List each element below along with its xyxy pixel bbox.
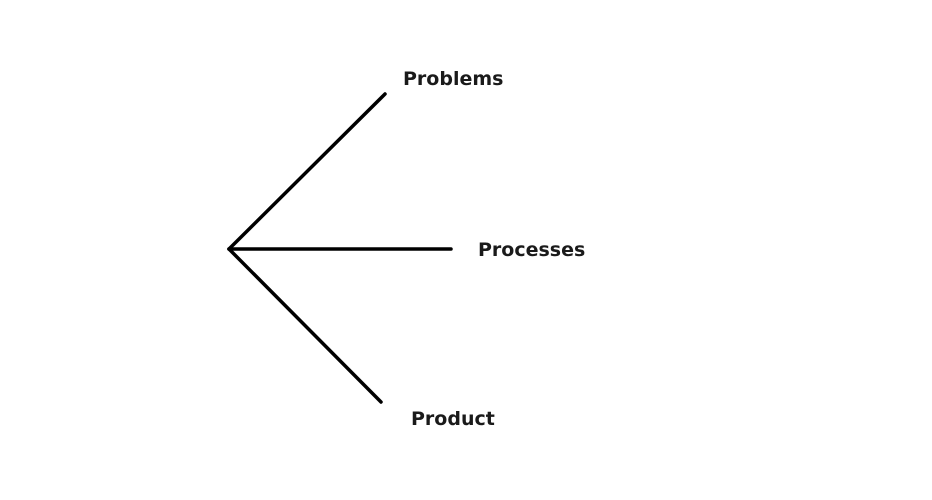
branch-line-problems	[227, 92, 387, 251]
branch-line-product	[227, 247, 383, 404]
branch-label-processes: Processes	[478, 239, 586, 261]
branch-label-product: Product	[411, 408, 495, 430]
branch-label-problems: Problems	[403, 68, 504, 90]
